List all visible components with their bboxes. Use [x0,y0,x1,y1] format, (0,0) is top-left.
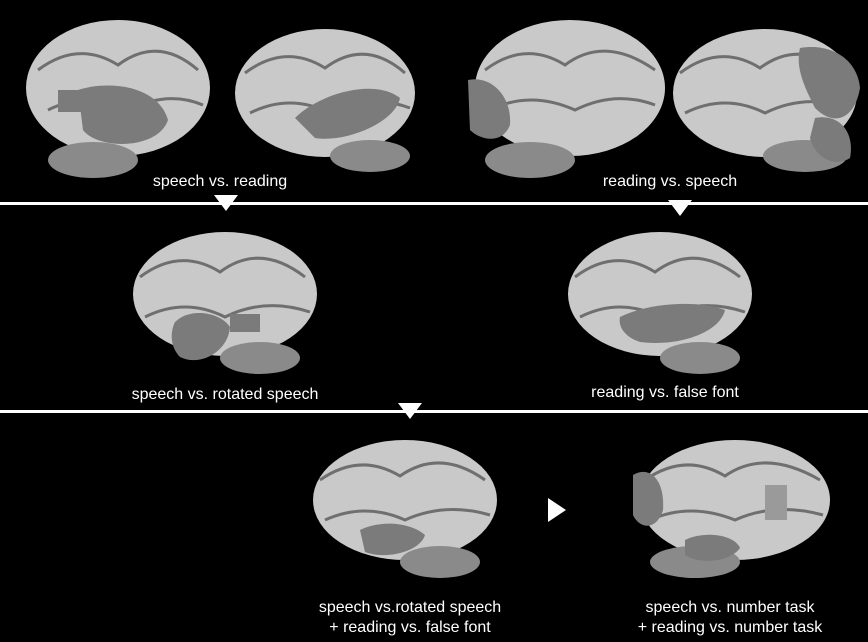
brain-reading-vs-false-font [560,222,765,382]
arrow-down-2 [398,403,422,419]
divider-1 [0,202,868,205]
brain-speech-vs-reading-right [225,18,425,178]
label-speech-vs-rotated-speech: speech vs. rotated speech [80,385,370,405]
label-reading-vs-false-font: reading vs. false font [545,383,785,403]
brain-conjunction-rotated [305,430,505,585]
brain-speech-vs-reading-left [18,10,218,180]
label-conjunction-rotated-line1: speech vs.rotated speech [270,598,550,618]
brain-conjunction-number [625,430,840,585]
brain-reading-vs-speech-right [665,18,865,178]
label-conjunction-number-line1: speech vs. number task [600,598,860,618]
label-conjunction-number-line2: + reading vs. number task [600,618,860,638]
brain-speech-vs-rotated-speech [120,222,325,382]
arrow-down-1-left [214,195,238,211]
brain-reading-vs-speech-left [460,10,670,180]
label-conjunction-rotated-line2: + reading vs. false font [270,618,550,638]
label-speech-vs-reading: speech vs. reading [120,172,320,192]
arrow-down-1-right [668,200,692,216]
arrow-right [548,498,566,522]
divider-2 [0,410,868,413]
label-reading-vs-speech: reading vs. speech [560,172,780,192]
